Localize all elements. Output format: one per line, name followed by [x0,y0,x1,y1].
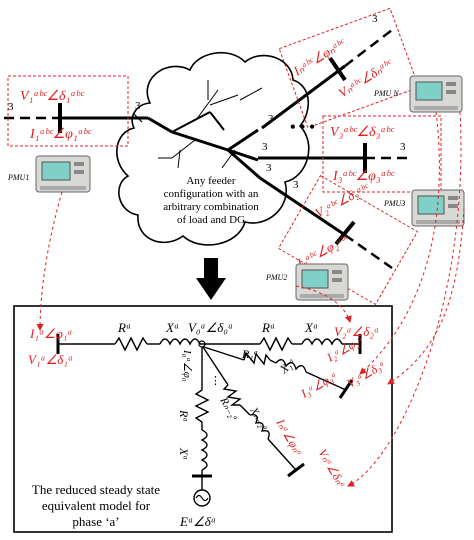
svg-text:Any feeder: Any feeder [186,175,236,187]
svg-text:3: 3 [400,141,406,153]
equivalent-model-caption: The reduced steady state equivalent mode… [32,482,160,529]
voltage-source-icon [193,489,211,507]
reduction-arrow [196,258,226,300]
eq-r-left-label: Rᵃ [117,320,131,335]
cloud-caption: Any feeder configuration with an arbitra… [163,175,259,226]
svg-text:3: 3 [372,13,378,25]
pmu1-device: PMU1 [7,155,91,193]
main-bus [58,336,360,352]
svg-text:equivalent model for: equivalent model for [42,498,151,513]
svg-text:The reduced steady state: The reduced steady state [32,482,160,497]
node1-voltage-label: V₁ᵃᵇᶜ∠δ₁ᵃᵇᶜ [20,89,85,104]
svg-text:3: 3 [266,162,272,174]
svg-text:3: 3 [135,100,141,112]
eq-r-vert-label: Rᵃ [177,409,191,422]
feeder-cloud [116,52,310,246]
eq-v0-label: V₀ᵃ∠δ₀ᵃ [188,320,233,335]
eq-source-label: Eᵃ∠δᵃ [179,514,216,529]
branch-n: ⋮ [202,346,297,471]
feeder-3-line: 3 3 [258,141,412,173]
eq-r-mid-label: R₁ᵃ [241,347,258,361]
eq-i0-label: I₀ᵃ∠φ₀ [181,349,193,382]
pmu2-device: PMU2 [265,263,349,301]
nodeN-label-box [278,7,420,129]
eq-r-right-label: Rᵃ [261,320,275,335]
eq-xn-label: Xₙ₋₂ᵃ [247,405,270,434]
eq-x-mid-label: X₁ᵃ [276,355,298,377]
node3-label-box [322,115,442,193]
node3-current-label: I₃ᵃᵇᶜ∠φ₃ᵃᵇᶜ [332,169,395,184]
svg-text:PMU1: PMU1 [7,173,29,182]
pmu3-device: PMU3 [383,189,465,227]
svg-text:PMU3: PMU3 [383,199,405,208]
eq-v2-label: V₂ᵃ∠δ₂ᵃ [334,324,379,339]
node3-voltage-label: V₃ᵃᵇᶜ∠δ₃ᵃᵇᶜ [330,125,395,140]
equivalent-model-box [13,305,393,533]
eq-i1-label: I₁ᵃ∠φ₁ᵃ [29,326,73,341]
eq-x-vert-label: Xᵃ [177,447,191,460]
svg-text:3: 3 [262,141,268,153]
pmuN-device: PMU N [373,75,463,113]
node1-label-box [7,75,129,147]
feeder-tree [147,80,263,180]
feeder-1-line: 3 3 [4,100,148,133]
nodeN-bus-bar [287,462,305,478]
node1-current-label: I₁ᵃᵇᶜ∠φ₁ᵃᵇᶜ [29,127,92,142]
node3-bus-bar [338,379,354,399]
node2-voltage-label: V₂ᵃᵇᶜ∠δ₂ᵃᵇᶜ [312,179,372,221]
svg-text:phase ‘a’: phase ‘a’ [72,514,119,529]
svg-text:of load and DG: of load and DG [177,214,245,226]
svg-text:arbitrary combination: arbitrary combination [163,201,259,213]
eq-vn-label: Vₙᵃ∠δₙᵃ [315,447,349,491]
feeder-n-line: 3 3 [261,13,393,130]
svg-text:PMU N: PMU N [373,89,399,98]
eq-in-label: Iₙᵃ∠φₙᵃ [273,416,306,459]
svg-text:PMU2: PMU2 [265,273,287,282]
branch-3 [203,346,347,391]
feeder-ellipsis: • • • [290,119,315,136]
svg-text:configuration with an: configuration with an [164,188,259,200]
svg-text:3: 3 [293,179,299,191]
svg-text:3: 3 [268,113,274,125]
eq-x-right-label: Xᵃ [304,320,318,335]
source-branch [194,347,210,476]
pmu-connectors [36,111,465,487]
eq-v1-label: V₁ᵃ∠δ₁ᵃ [28,352,73,367]
svg-text:3: 3 [8,101,14,113]
eq-x-left-label: Xᵃ [165,320,179,335]
eq-v3-label: V₃ᵃ∠δ₃ᵃ [345,358,388,391]
svg-text:⋮: ⋮ [210,375,221,387]
